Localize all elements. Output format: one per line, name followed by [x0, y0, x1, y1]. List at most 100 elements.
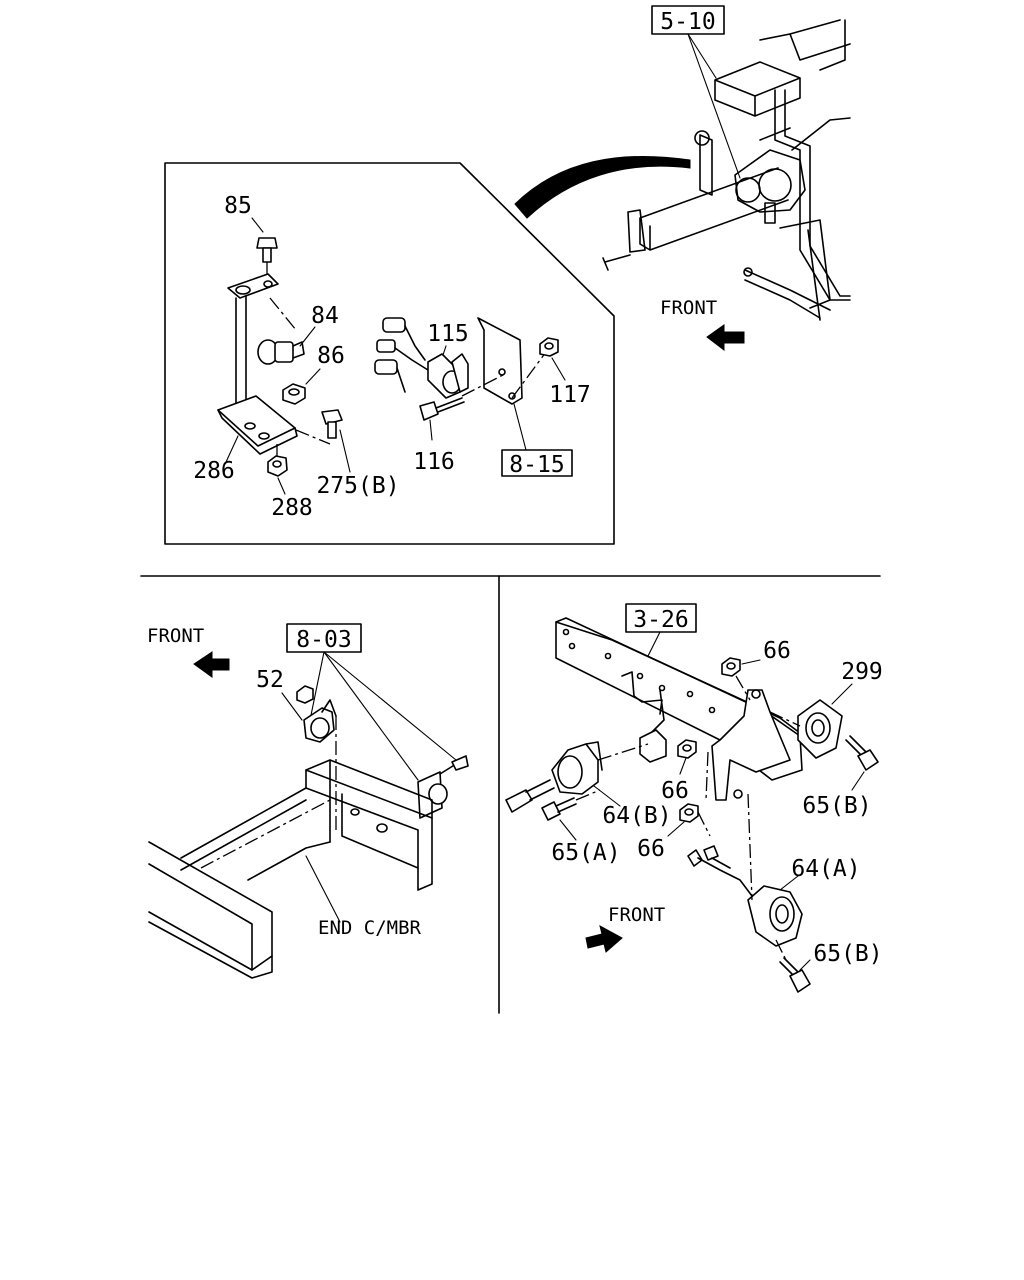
overview-plate [627, 209, 646, 253]
callout-52: 52 [256, 667, 284, 693]
axis-117 [511, 351, 547, 399]
callout-64a: 64(A) [791, 856, 860, 882]
detail-pointer-arrow [514, 155, 691, 219]
bracket-286[interactable] [217, 273, 298, 455]
bolt-275b-icon[interactable] [321, 409, 343, 439]
front-label-left: FRONT [147, 625, 204, 647]
leader-end-cmbr [305, 855, 341, 923]
ref-box-8-03-label: 8-03 [296, 627, 351, 653]
callout-299: 299 [841, 659, 883, 685]
nut-117-icon[interactable] [539, 337, 559, 357]
bolt-116-icon[interactable] [419, 397, 465, 421]
leader-66-low [667, 821, 685, 837]
leader-117 [551, 357, 566, 381]
callout-84: 84 [311, 303, 339, 329]
axis-66-mid [705, 751, 709, 801]
axis-84 [269, 297, 297, 331]
nut-66-mid-icon[interactable] [677, 739, 697, 759]
leader-65b-low [799, 959, 811, 971]
nut-66-low-icon[interactable] [679, 803, 699, 823]
leader-65a [559, 819, 577, 841]
leader-5-10-b [687, 33, 741, 179]
sensor-299-icon[interactable] [797, 699, 843, 759]
callout-116: 116 [413, 449, 455, 475]
axis-66-low [697, 811, 711, 837]
overview-nut [694, 130, 710, 146]
sensor-84-icon[interactable] [257, 339, 305, 365]
leader-116 [429, 419, 433, 441]
frame-upper [759, 19, 851, 71]
callout-115: 115 [427, 321, 469, 347]
bolt-65a-icon[interactable] [541, 797, 577, 821]
bracket-plate[interactable] [711, 689, 791, 801]
axis-65a [575, 789, 601, 801]
front-arrow-right [585, 925, 623, 953]
left-panel: FRONT 8-03 52 [147, 623, 469, 979]
valve-body [735, 177, 761, 203]
detail-frame [164, 162, 615, 545]
plate-8-15[interactable] [477, 317, 523, 405]
valve-115-icon[interactable] [374, 317, 469, 399]
callout-65b-top: 65(B) [802, 793, 871, 819]
callout-66-mid: 66 [661, 778, 689, 804]
valve-cluster [734, 149, 806, 213]
leader-8-03-a [309, 651, 325, 721]
axis-64b [597, 743, 649, 761]
axis-275b [295, 429, 331, 445]
bolt-65b-top-icon[interactable] [845, 735, 879, 771]
axis-65b-low [775, 939, 787, 961]
sensor-64a-icon[interactable] [687, 845, 803, 947]
leader-275b [339, 429, 351, 473]
nut-66-top-icon[interactable] [721, 657, 741, 677]
ref-box-8-15[interactable] [501, 449, 573, 477]
leader-52 [281, 692, 303, 721]
ref-box-3-26[interactable] [625, 603, 697, 633]
side-rail [148, 787, 331, 979]
overview-assembly: 5-10 FRONT [514, 5, 851, 352]
part-52-icon[interactable] [296, 685, 337, 743]
leader-65b-top [851, 771, 865, 791]
ref-box-3-26-label: 3-26 [633, 607, 688, 633]
valve-body-2 [758, 168, 792, 202]
callout-85: 85 [224, 193, 252, 219]
nut-288-icon[interactable] [267, 455, 288, 477]
end-member-label: END C/MBR [318, 917, 422, 939]
leader-8-15 [513, 403, 527, 451]
bolt-85-icon[interactable] [256, 237, 278, 263]
axis-64a [747, 793, 753, 901]
leader-8-03-c [323, 651, 457, 761]
ref-box-8-15-label: 8-15 [509, 452, 564, 478]
callout-66-low: 66 [637, 836, 665, 862]
leader-299 [831, 683, 853, 705]
overview-bracket [699, 134, 713, 196]
leader-8-03-b [323, 651, 419, 781]
sensor-64b-icon[interactable] [505, 741, 603, 813]
bolt-65b-low-icon[interactable] [779, 957, 811, 993]
overview-box [714, 61, 801, 117]
nut-86-icon[interactable] [282, 383, 306, 405]
leader-85 [251, 217, 264, 233]
overview-bolt [602, 254, 631, 271]
axis-mount [461, 373, 506, 397]
end-cross-member [305, 759, 433, 891]
ref-box-5-10-label: 5-10 [660, 9, 715, 35]
leader-66-top [741, 659, 761, 665]
front-label-right: FRONT [608, 904, 665, 926]
front-label-top: FRONT [660, 297, 717, 319]
right-panel: 3-26 66 2 [505, 603, 883, 993]
callout-86: 86 [317, 343, 345, 369]
front-arrow-top [706, 324, 745, 352]
callout-66-top: 66 [763, 638, 791, 664]
callout-65a: 65(A) [551, 840, 620, 866]
lower-pipe [744, 269, 831, 319]
leader-64a [779, 875, 799, 891]
callout-117: 117 [549, 382, 591, 408]
leader-288 [277, 477, 286, 495]
callout-286: 286 [193, 458, 235, 484]
detail-inset: 85 84 86 [164, 162, 615, 545]
pipes [759, 89, 851, 301]
leader-286 [225, 435, 239, 463]
valve-stem [764, 202, 776, 224]
bracket-sensor-icon[interactable] [417, 755, 469, 819]
